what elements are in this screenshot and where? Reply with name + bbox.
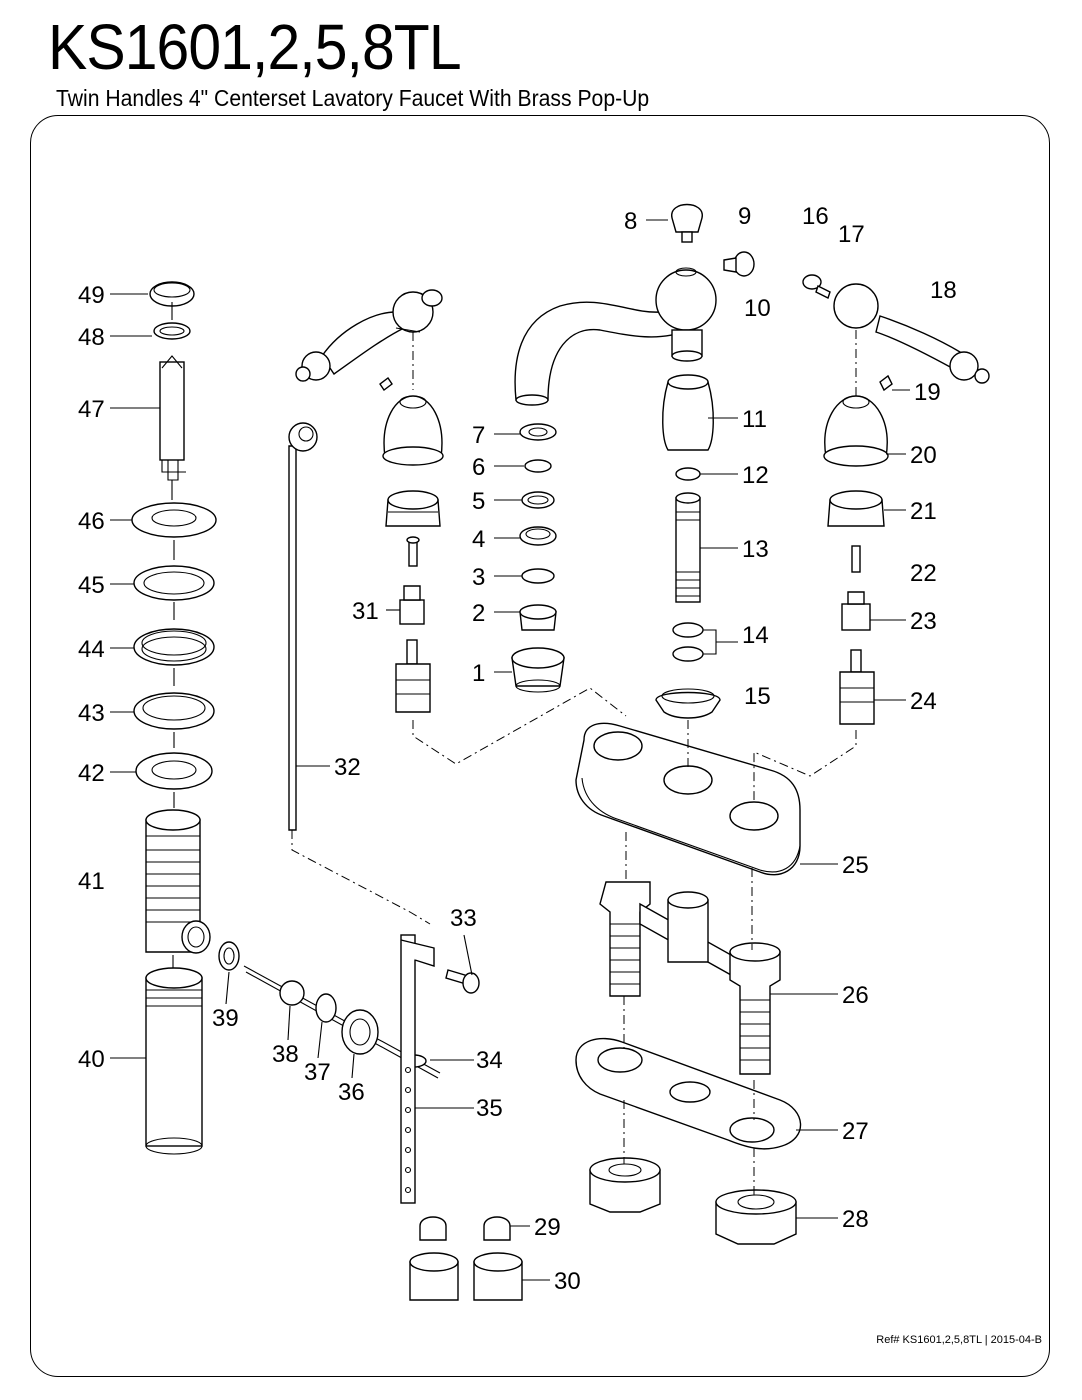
part-3-drawing bbox=[521, 568, 555, 584]
part-label-47: 47 bbox=[78, 396, 105, 423]
part-label-35: 35 bbox=[476, 1095, 503, 1122]
part-7-drawing bbox=[519, 423, 557, 441]
part-label-46: 46 bbox=[78, 508, 105, 535]
part-23-drawing bbox=[841, 603, 871, 631]
part-label-1: 1 bbox=[472, 660, 485, 687]
part-label-25: 25 bbox=[842, 852, 869, 879]
part-4-drawing bbox=[519, 526, 557, 546]
part-29-drawing bbox=[419, 1216, 447, 1241]
part-label-31: 31 bbox=[352, 598, 379, 625]
part-42-drawing bbox=[135, 752, 213, 790]
part-12-drawing bbox=[675, 467, 701, 481]
part-label-15: 15 bbox=[744, 683, 771, 710]
part-18-drawing bbox=[875, 315, 961, 369]
part-label-16: 16 bbox=[802, 203, 829, 230]
part-label-33: 33 bbox=[450, 905, 477, 932]
part-36-drawing bbox=[341, 1009, 379, 1055]
part-label-8: 8 bbox=[624, 208, 637, 235]
part-label-2: 2 bbox=[472, 600, 485, 627]
part-label-4: 4 bbox=[472, 526, 485, 553]
part-label-5: 5 bbox=[472, 488, 485, 515]
part-32-drawing bbox=[288, 445, 297, 831]
center-column-parts bbox=[655, 374, 721, 719]
diagram-frame bbox=[30, 115, 1050, 1377]
part-15-drawing bbox=[655, 691, 721, 719]
part-label-18: 18 bbox=[930, 277, 957, 304]
part-24-drawing bbox=[850, 649, 862, 673]
reference-code: Ref# KS1601,2,5,8TL | 2015-04-B bbox=[876, 1334, 1042, 1346]
part-45-drawing bbox=[133, 565, 215, 601]
part-label-9: 9 bbox=[738, 203, 751, 230]
part-44-drawing bbox=[133, 628, 215, 666]
part-47-drawing bbox=[159, 361, 185, 461]
part-48-drawing bbox=[153, 322, 191, 340]
supply-fittings bbox=[409, 1216, 523, 1301]
part-label-43: 43 bbox=[78, 700, 105, 727]
page-title: KS1601,2,5,8TL bbox=[48, 11, 462, 83]
part-39-drawing bbox=[218, 941, 240, 971]
part-label-13: 13 bbox=[742, 536, 769, 563]
part-label-30: 30 bbox=[554, 1268, 581, 1295]
part-13-drawing bbox=[675, 497, 701, 603]
page-subtitle: Twin Handles 4" Centerset Lavatory Fauce… bbox=[56, 85, 650, 111]
part-label-42: 42 bbox=[78, 760, 105, 787]
leader-lines bbox=[110, 219, 910, 1281]
part-9-drawing bbox=[733, 251, 755, 277]
part-26-drawing bbox=[599, 881, 651, 997]
part-label-12: 12 bbox=[742, 462, 769, 489]
part-label-29: 29 bbox=[534, 1214, 561, 1241]
part-label-6: 6 bbox=[472, 454, 485, 481]
right-handle-assembly bbox=[802, 274, 990, 725]
part-label-24: 24 bbox=[910, 688, 937, 715]
part-label-7: 7 bbox=[472, 422, 485, 449]
part-label-23: 23 bbox=[910, 608, 937, 635]
part-label-48: 48 bbox=[78, 324, 105, 351]
part-label-28: 28 bbox=[842, 1206, 869, 1233]
left-handle-assembly bbox=[295, 289, 444, 713]
part-46-drawing bbox=[131, 502, 217, 538]
part-35-drawing bbox=[400, 934, 416, 1204]
part-17-drawing bbox=[833, 283, 879, 329]
part-37-drawing bbox=[315, 993, 337, 1023]
part-label-49: 49 bbox=[78, 282, 105, 309]
part-11-drawing bbox=[662, 381, 714, 451]
part-label-40: 40 bbox=[78, 1046, 105, 1073]
part-38-drawing bbox=[279, 980, 305, 1006]
part-label-26: 26 bbox=[842, 982, 869, 1009]
part-label-37: 37 bbox=[304, 1059, 331, 1086]
spout-assembly bbox=[511, 203, 755, 693]
part-label-36: 36 bbox=[338, 1079, 365, 1106]
part-label-20: 20 bbox=[910, 442, 937, 469]
part-label-44: 44 bbox=[78, 636, 105, 663]
part-label-27: 27 bbox=[842, 1118, 869, 1145]
part-label-14: 14 bbox=[742, 622, 769, 649]
part-40-drawing bbox=[145, 977, 203, 1147]
part-16-drawing bbox=[802, 274, 822, 290]
part-19-drawing bbox=[879, 374, 893, 392]
part-label-3: 3 bbox=[472, 564, 485, 591]
part-14-drawing bbox=[672, 622, 704, 638]
part-label-41: 41 bbox=[78, 868, 105, 895]
part-5-drawing bbox=[521, 491, 555, 509]
faucet-body-assembly bbox=[575, 722, 802, 1245]
part-8-drawing bbox=[671, 203, 703, 233]
part-43-drawing bbox=[133, 692, 215, 730]
part-label-17: 17 bbox=[838, 221, 865, 248]
part-label-22: 22 bbox=[910, 560, 937, 587]
part-labels: 49 48 47 46 45 44 43 42 41 40 39 38 37 3… bbox=[78, 203, 957, 1295]
part-label-32: 32 bbox=[334, 754, 361, 781]
assembly-paths bbox=[412, 687, 857, 1196]
part-label-39: 39 bbox=[212, 1005, 239, 1032]
part-22-drawing bbox=[851, 545, 861, 573]
part-label-10: 10 bbox=[744, 295, 771, 322]
part-label-19: 19 bbox=[914, 379, 941, 406]
part-label-34: 34 bbox=[476, 1047, 503, 1074]
part-label-11: 11 bbox=[742, 406, 767, 433]
part-label-38: 38 bbox=[272, 1041, 299, 1068]
part-6-drawing bbox=[524, 459, 552, 473]
part-label-21: 21 bbox=[910, 498, 937, 525]
part-label-45: 45 bbox=[78, 572, 105, 599]
popup-drain-assembly bbox=[131, 281, 480, 1204]
